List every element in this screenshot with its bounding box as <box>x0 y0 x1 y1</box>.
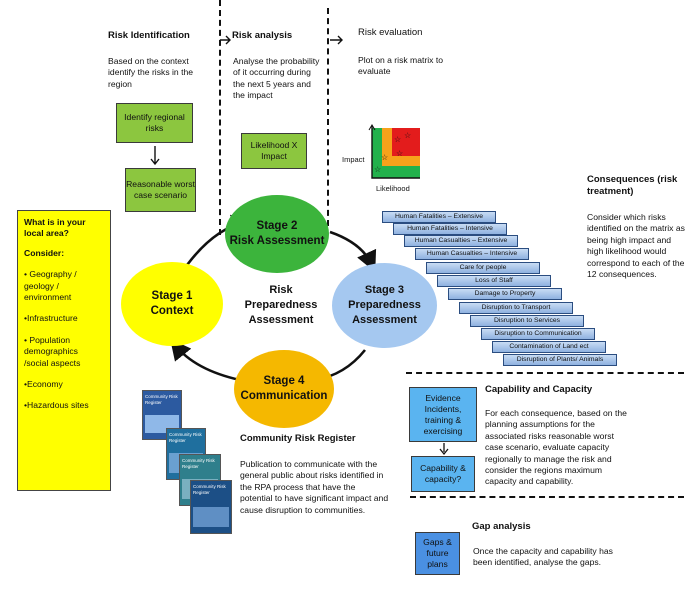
stage-1-number: Stage 1 <box>151 290 193 302</box>
capability-text: For each consequence, based on the plann… <box>485 408 627 487</box>
consequence-item: Damage to Property <box>448 288 562 300</box>
local-area-item: •Hazardous sites <box>24 400 89 411</box>
stage-1-title: Context <box>150 305 194 317</box>
matrix-y-label: Impact <box>342 155 365 164</box>
consequence-item: Disruption of Plants/ Animals <box>503 354 617 366</box>
risk-evaluation-text: Plot on a risk matrix to evaluate <box>358 55 444 77</box>
cover-title: Community Risk Register <box>169 432 202 443</box>
matrix-x-label: Likelihood <box>376 184 410 193</box>
stage-3-title: Preparedness Assessment <box>348 299 421 326</box>
consequences-text: Consider which risks identified on the m… <box>587 212 685 280</box>
capability-heading: Capability and Capacity <box>485 384 593 395</box>
local-area-consider: Consider: <box>24 247 65 258</box>
evidence-box: Evidence Incidents, training & exercisin… <box>409 387 477 442</box>
cover-image <box>193 507 229 527</box>
dashed-separator-2 <box>327 8 329 226</box>
consequence-item: Care for people <box>426 262 540 274</box>
consequences-heading: Consequences (risk treatment) <box>587 174 678 197</box>
down-arrow-icon <box>439 443 449 456</box>
arrow-to-evaluation-icon <box>330 35 343 45</box>
cover-title: Community Risk Register <box>145 394 178 405</box>
stage-4-communication: Stage 4 Communication <box>234 350 334 428</box>
gap-analysis-text: Once the capacity and capability has bee… <box>473 546 613 568</box>
dashed-separator-4 <box>410 496 684 498</box>
local-area-item: • Population demographics /social aspect… <box>24 334 81 368</box>
consequence-item: Human Fatalities – Intensive <box>393 223 507 235</box>
svg-text:☆: ☆ <box>374 165 381 174</box>
consequence-item: Disruption to Services <box>470 315 584 327</box>
down-arrow-icon <box>150 146 160 166</box>
capability-capacity-box: Capability & capacity? <box>411 456 475 492</box>
community-risk-register-text: Publication to communicate with the gene… <box>240 459 389 515</box>
local-area-panel: What is in your local area? Consider: • … <box>17 210 111 491</box>
local-area-title: What is in your local area? <box>24 217 86 239</box>
risk-identification-heading: Risk Identification <box>108 30 190 41</box>
risk-analysis-heading: Risk analysis <box>232 30 293 41</box>
cover-title: Community Risk Register <box>193 484 226 495</box>
stage-3-number: Stage 3 <box>364 284 405 296</box>
stage-2-number: Stage 2 <box>256 220 298 232</box>
consequence-item: Contamination of Land ect <box>492 341 606 353</box>
consequence-item: Disruption to Communication <box>481 328 595 340</box>
svg-text:☆: ☆ <box>394 135 401 144</box>
consequence-item: Disruption to Transport <box>459 302 573 314</box>
svg-text:☆: ☆ <box>381 153 388 162</box>
worst-case-scenario-box: Reasonable worst case scenario <box>125 168 196 212</box>
identify-regional-risks-box: Identify regional risks <box>116 103 193 143</box>
cover-title: Community Risk Register <box>182 458 215 469</box>
gaps-future-plans-box: Gaps & future plans <box>415 532 460 575</box>
register-cover: Community Risk Register <box>190 480 232 534</box>
consequence-item: Human Casualties – Intensive <box>415 248 529 260</box>
local-area-item: • Geography / geology / environment <box>24 269 77 303</box>
stage-4-number: Stage 4 <box>263 375 305 387</box>
consequence-item: Human Casualties – Extensive <box>404 235 518 247</box>
risk-evaluation-heading: Risk evaluation <box>358 27 423 38</box>
stage-4-title: Communication <box>240 390 328 402</box>
svg-text:☆: ☆ <box>404 131 411 140</box>
stage-3-preparedness-assessment: Stage 3 Preparedness Assessment <box>332 263 437 348</box>
local-area-item: •Economy <box>24 379 63 390</box>
risk-identification-text: Based on the context identify the risks … <box>108 56 194 89</box>
dashed-separator-3 <box>406 372 684 374</box>
stage-1-context: Stage 1 Context <box>121 262 223 346</box>
svg-text:☆: ☆ <box>396 149 403 158</box>
arrow-to-analysis-icon <box>220 35 231 45</box>
consequence-item: Loss of Staff <box>437 275 551 287</box>
risk-matrix: ☆ ☆ ☆ ☆ ☆ <box>368 124 420 179</box>
gap-analysis-heading: Gap analysis <box>472 521 531 532</box>
cycle-center-label: Risk Preparedness Assessment <box>244 284 318 326</box>
stage-2-risk-assessment: Stage 2 Risk Assessment <box>225 195 329 273</box>
local-area-item: •Infrastructure <box>24 313 78 324</box>
stage-2-title: Risk Assessment <box>229 235 325 247</box>
risk-analysis-text: Analyse the probability of it occurring … <box>233 56 320 101</box>
community-risk-register-heading: Community Risk Register <box>240 433 356 444</box>
consequence-item: Human Fatalities – Extensive <box>382 211 496 223</box>
dashed-separator-1 <box>219 0 221 235</box>
likelihood-impact-box: Likelihood X Impact <box>241 133 307 169</box>
